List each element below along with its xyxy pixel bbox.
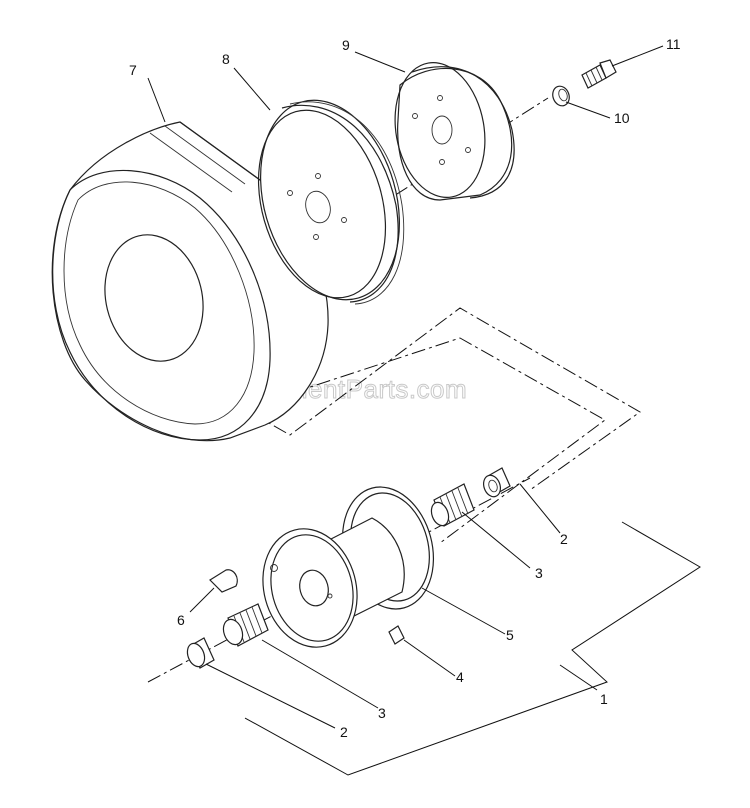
callout-9: 9 [342,37,350,53]
tire [51,121,329,442]
callout-7: 7 [129,62,137,78]
hub-disc [394,61,515,201]
callout-11: 11 [666,36,681,52]
callouts: 1 2 2 3 3 4 5 6 7 8 9 10 11 [129,36,681,740]
wheel-plate [257,99,405,305]
callout-1: 1 [600,691,608,707]
valve-stem [209,569,238,593]
callout-5: 5 [506,627,514,643]
callout-4: 4 [456,669,464,685]
callout-3-upper: 3 [535,565,543,581]
grease-fitting [388,625,405,645]
hub-drum [262,486,435,648]
bearing-lower [222,603,269,647]
callout-10: 10 [614,110,630,126]
callout-2-upper: 2 [560,531,568,547]
seal-upper [482,467,511,498]
bolt [581,59,617,89]
callout-6: 6 [177,612,185,628]
callout-3-lower: 3 [378,705,386,721]
callout-8: 8 [222,51,230,67]
callout-2-lower: 2 [340,724,348,740]
leader-lines [147,45,664,729]
bearing-upper [430,483,475,527]
washer [552,85,570,107]
assembly-outline [244,521,701,776]
seal-lower [186,637,215,669]
